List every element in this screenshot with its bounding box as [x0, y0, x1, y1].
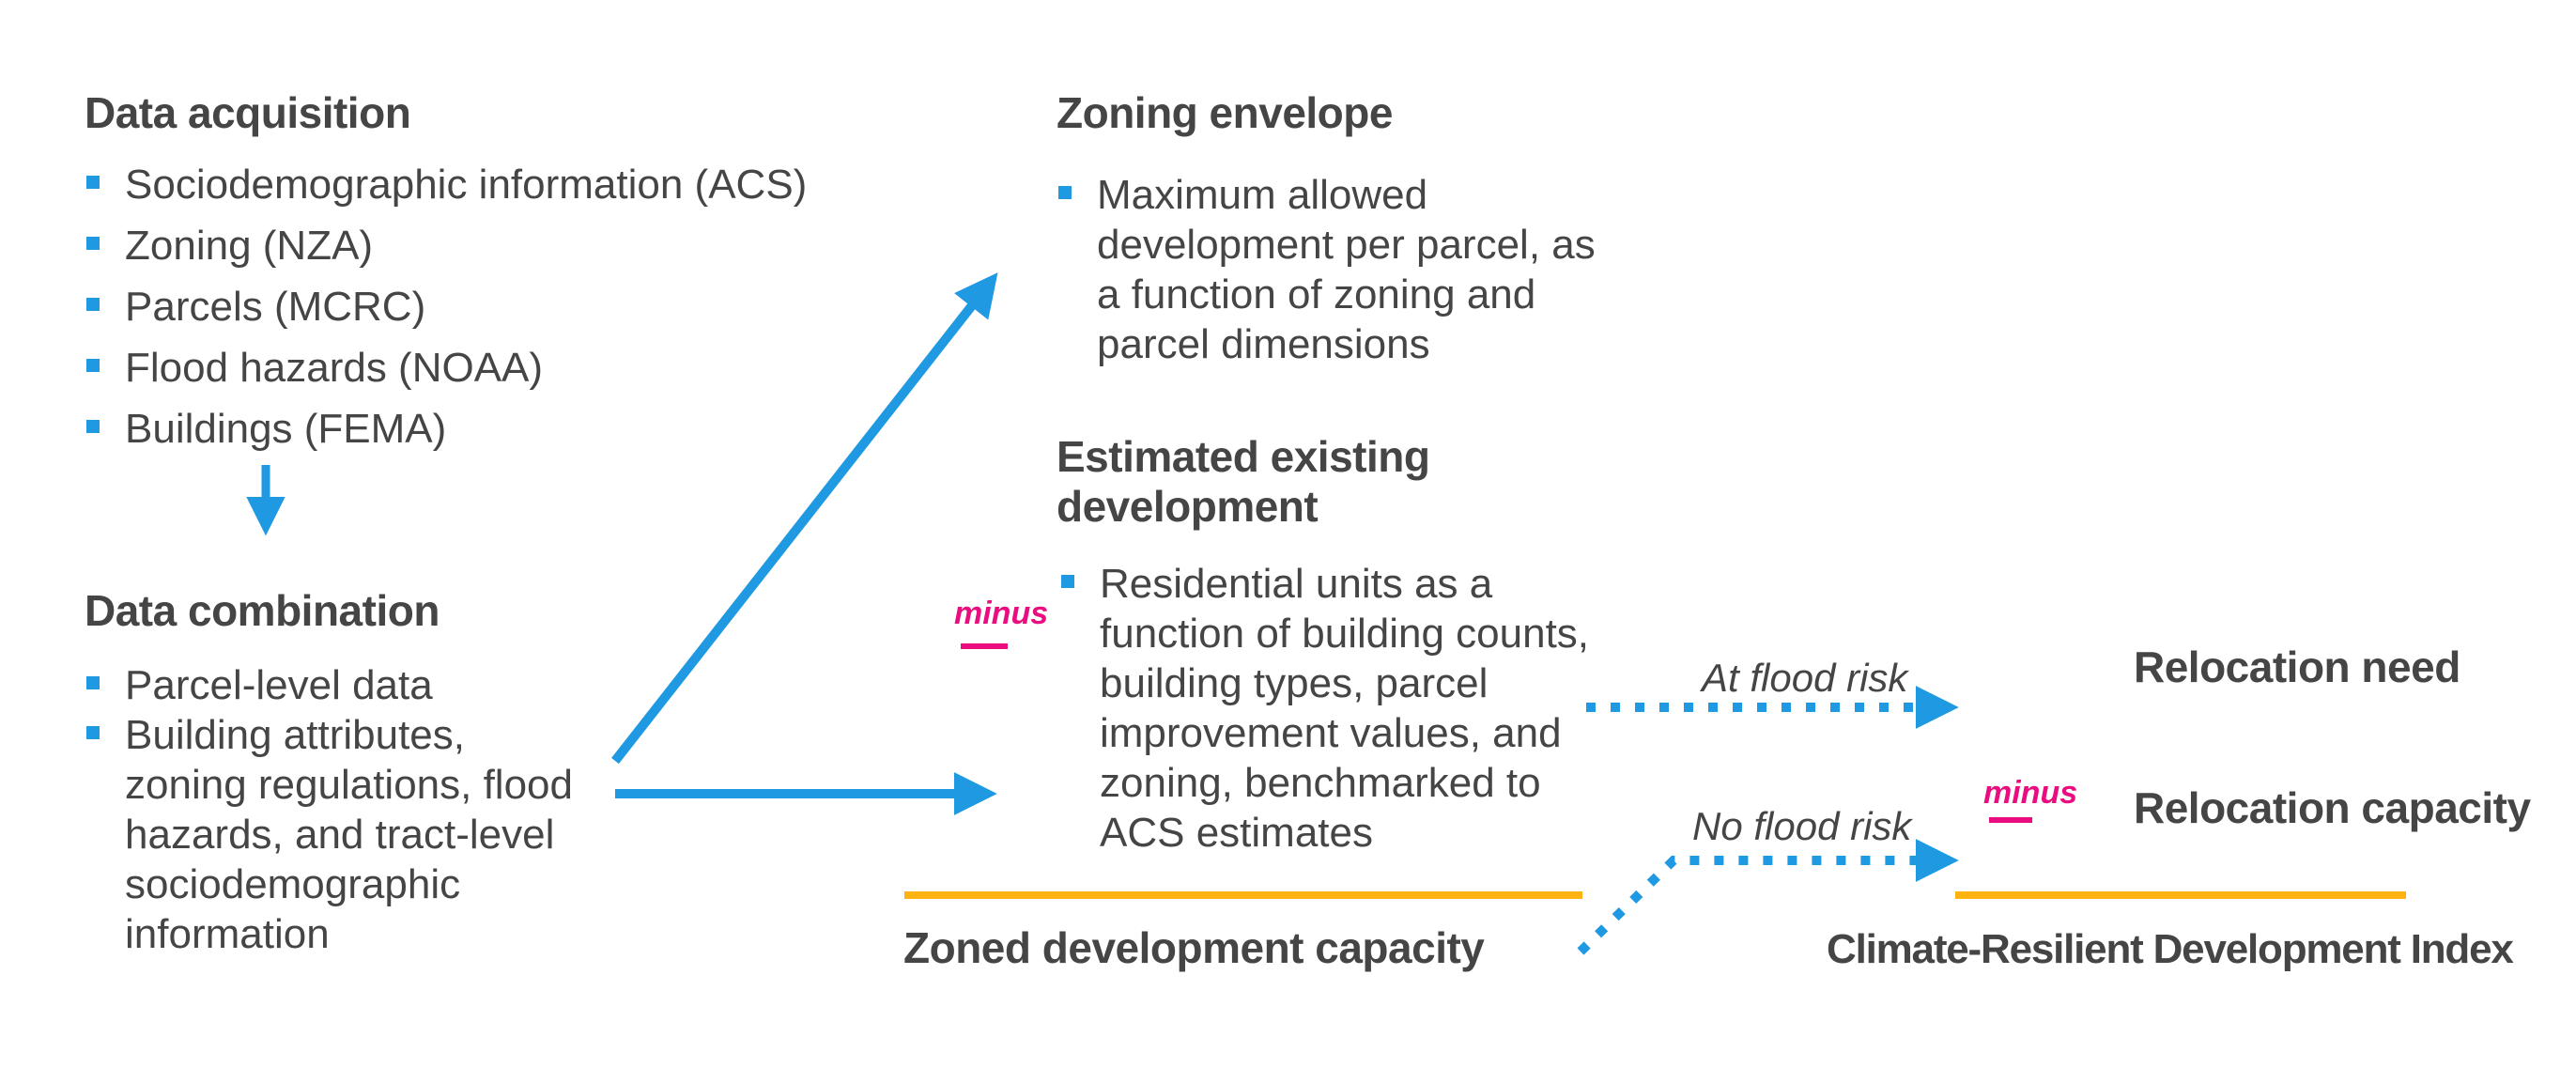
list-item: Sociodemographic information (ACS) [86, 160, 913, 209]
list-item: Parcel-level data [86, 660, 612, 710]
zoning-envelope-item: Maximum allowed development per parcel, … [1058, 170, 1641, 369]
bullet-square-icon [86, 420, 100, 433]
minus-underline-icon [961, 643, 1008, 649]
list-item-label: Zoning (NZA) [125, 223, 374, 269]
list-item-label: Sociodemographic information (ACS) [125, 162, 808, 208]
list-item-label: Flood hazards (NOAA) [125, 345, 544, 391]
at-flood-risk-label: At flood risk [1702, 656, 1908, 700]
data-combination-list: Parcel-level data Building attributes, z… [86, 660, 612, 959]
minus-label: minus [954, 596, 1049, 631]
relocation-capacity-label: Relocation capacity [2134, 783, 2531, 832]
list-item-label: Maximum allowed development per parcel, … [1097, 172, 1596, 367]
list-item-label: Residential units as a function of build… [1100, 561, 1590, 856]
estimated-existing-development-title: Estimated existing development [1057, 432, 1430, 531]
list-item: Flood hazards (NOAA) [86, 343, 913, 393]
list-item: Zoning (NZA) [86, 221, 913, 271]
bullet-square-icon [86, 298, 100, 311]
zoning-envelope-title: Zoning envelope [1057, 88, 1393, 137]
data-acquisition-list: Sociodemographic information (ACS) Zonin… [86, 160, 913, 454]
bullet-square-icon [86, 676, 100, 689]
bullet-square-icon [1061, 575, 1074, 588]
list-item: Parcels (MCRC) [86, 282, 913, 332]
zoned-capacity-rule [904, 891, 1582, 899]
relocation-need-label: Relocation need [2134, 642, 2460, 691]
list-item-label: Parcels (MCRC) [125, 284, 426, 330]
list-item-label: Buildings (FEMA) [125, 406, 447, 452]
cr-index-rule [1955, 891, 2406, 899]
list-item: Buildings (FEMA) [86, 404, 913, 454]
list-item-label: Parcel-level data [125, 662, 433, 708]
bullet-square-icon [86, 176, 100, 189]
bullet-square-icon [1058, 186, 1072, 199]
zoned-development-capacity-label: Zoned development capacity [903, 923, 1485, 972]
climate-resilient-development-index-label: Climate-Resilient Development Index [1827, 926, 2514, 972]
no-flood-risk-label: No flood risk [1692, 804, 1912, 848]
list-item: Building attributes, zoning regulations,… [86, 710, 612, 959]
estimated-existing-item: Residential units as a function of build… [1061, 559, 1662, 858]
bullet-square-icon [86, 237, 100, 250]
list-item-label: Building attributes, zoning regulations,… [125, 712, 573, 957]
bullet-square-icon [86, 726, 100, 739]
data-combination-title: Data combination [85, 586, 440, 635]
data-acquisition-title: Data acquisition [85, 88, 411, 137]
minus-underline-icon [1989, 817, 2032, 823]
bullet-square-icon [86, 359, 100, 372]
minus-label: minus [1983, 775, 2078, 811]
